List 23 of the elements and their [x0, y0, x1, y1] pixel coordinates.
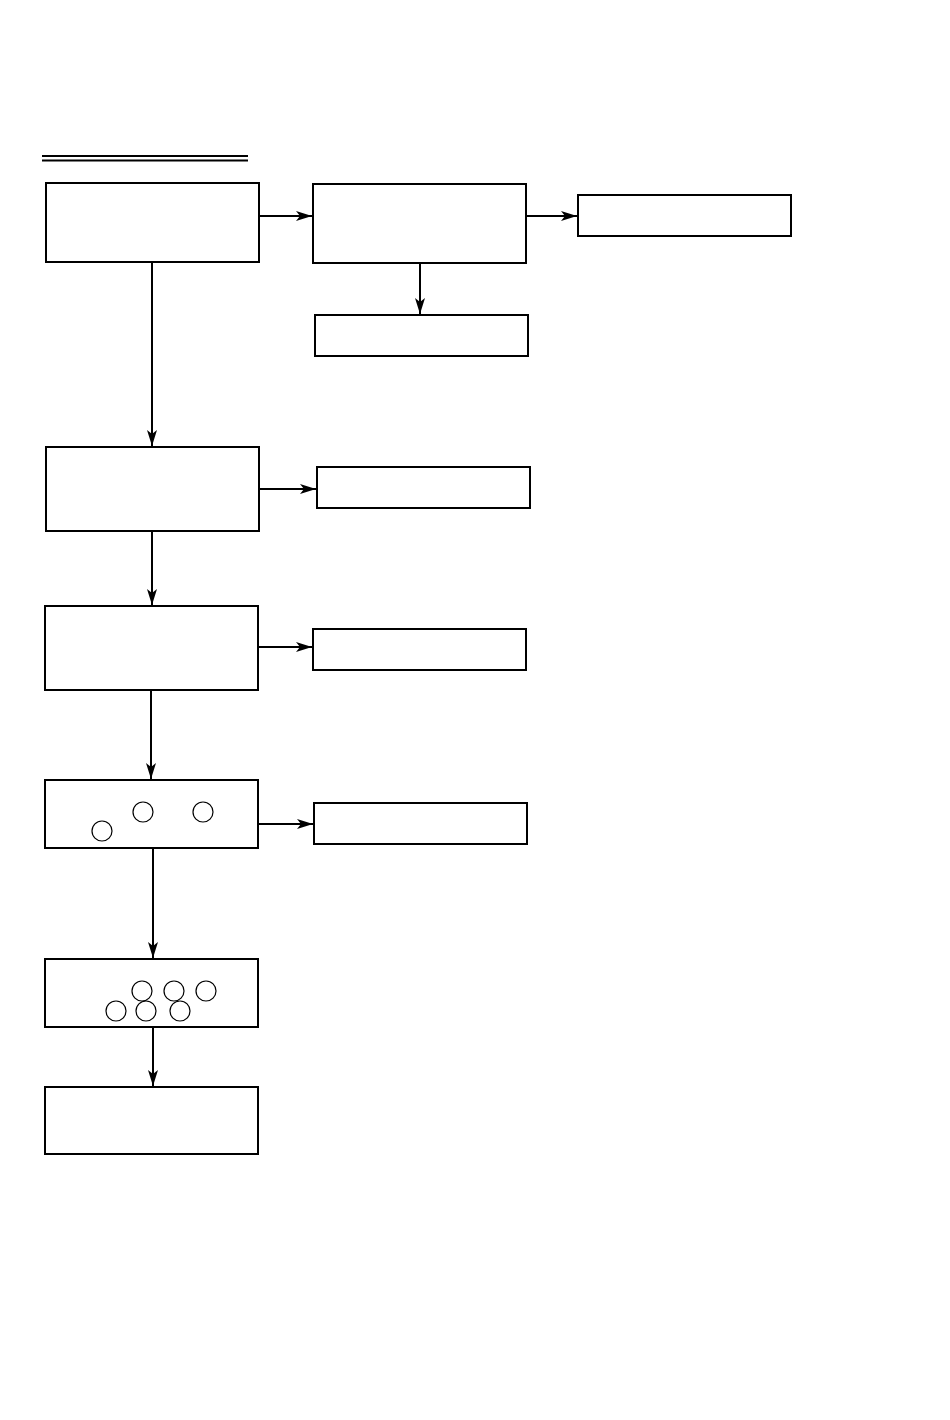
process-box	[44, 779, 259, 849]
arrow	[148, 1027, 158, 1087]
arrow	[259, 484, 317, 494]
arrow	[526, 211, 578, 221]
arrow	[148, 848, 158, 959]
process-box	[316, 466, 531, 509]
process-box	[312, 183, 527, 264]
arrow	[147, 262, 157, 447]
process-box	[44, 605, 259, 691]
process-box	[577, 194, 792, 237]
process-box	[45, 182, 260, 263]
process-box	[314, 314, 529, 357]
process-box	[45, 446, 260, 532]
process-box	[44, 958, 259, 1028]
arrow	[258, 819, 314, 829]
arrow	[258, 642, 313, 652]
process-box	[312, 628, 527, 671]
arrow	[259, 211, 313, 221]
arrow	[415, 263, 425, 315]
arrow	[146, 690, 156, 780]
process-box	[44, 1086, 259, 1155]
process-box	[313, 802, 528, 845]
arrow	[147, 531, 157, 606]
